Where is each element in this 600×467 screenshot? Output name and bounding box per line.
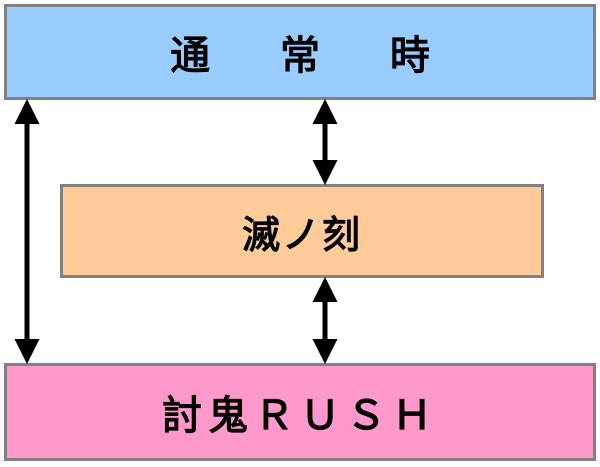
state-rush-box: 討鬼ＲＵＳＨ: [4, 363, 596, 461]
state-metsu-label: 滅ノ刻: [241, 212, 362, 257]
state-metsu-box: 滅ノ刻: [60, 184, 544, 278]
state-normal-box: 通 常 時: [4, 4, 596, 100]
state-normal-label: 通 常 時: [170, 33, 458, 79]
state-rush-label: 討鬼ＲＵＳＨ: [162, 393, 438, 439]
